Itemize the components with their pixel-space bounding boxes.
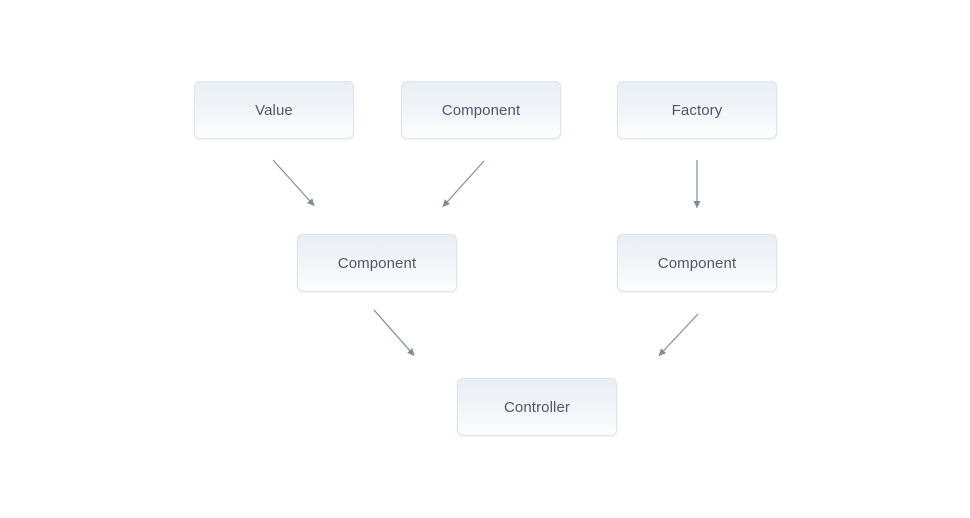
node-factory[interactable]: Factory <box>617 81 777 139</box>
node-component-mid-right[interactable]: Component <box>617 234 777 292</box>
edge-component-to-controller-left <box>373 309 415 357</box>
edge-component-top-to-component <box>442 160 485 208</box>
node-label-factory: Factory <box>671 101 723 119</box>
node-label-value: Value <box>255 101 293 119</box>
node-value[interactable]: Value <box>194 81 354 139</box>
edge-value-to-component <box>272 159 315 207</box>
edge-component-to-controller-right <box>658 313 699 357</box>
node-label-component-mid-right: Component <box>657 254 737 272</box>
node-component-top[interactable]: Component <box>401 81 561 139</box>
node-label-component-top: Component <box>441 101 521 119</box>
node-component-mid-left[interactable]: Component <box>297 234 457 292</box>
node-controller[interactable]: Controller <box>457 378 617 436</box>
node-label-component-mid-left: Component <box>337 254 417 272</box>
node-label-controller: Controller <box>503 398 571 416</box>
